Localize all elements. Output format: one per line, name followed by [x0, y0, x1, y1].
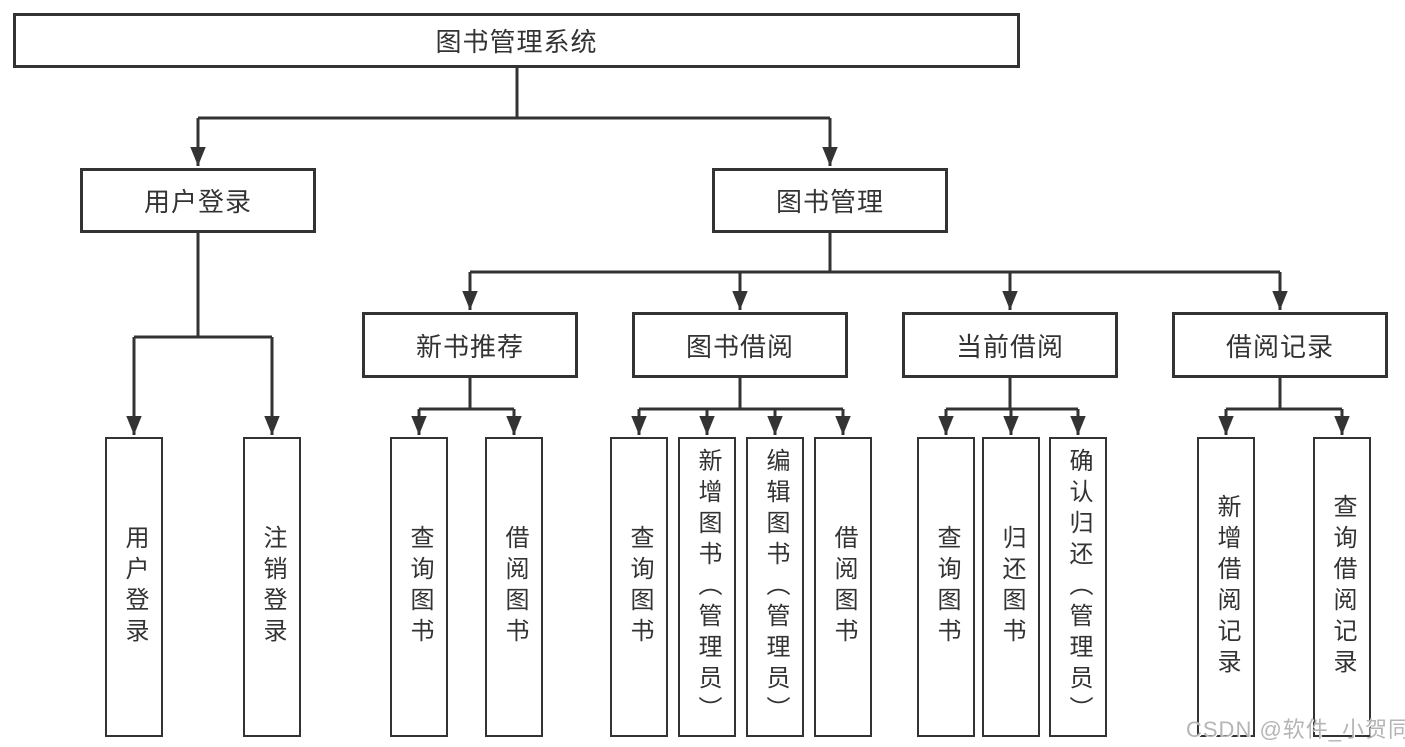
node-label: 归还图书 [998, 525, 1025, 649]
connector-records-to-leaves [1218, 378, 1350, 435]
node-label: 新增图书（管理员） [694, 447, 721, 727]
node-confirm-return-admin: 确认归还（管理员） [1049, 437, 1107, 737]
node-current-borrow: 当前借阅 [902, 312, 1118, 378]
node-book-borrow: 图书借阅 [632, 312, 848, 378]
connector-current-to-leaves [938, 378, 1086, 435]
node-label: 新增借阅记录 [1213, 494, 1240, 680]
node-borrow-book-recommend: 借阅图书 [485, 437, 543, 737]
node-label: 用户登录 [121, 525, 148, 649]
node-user-login: 用户登录 [80, 168, 316, 233]
connector-recommend-to-leaves [411, 378, 522, 435]
node-label: 借阅图书 [830, 525, 857, 649]
node-user-login-leaf: 用户登录 [105, 437, 163, 737]
node-borrow-records: 借阅记录 [1172, 312, 1388, 378]
node-new-book-recommend: 新书推荐 [362, 312, 578, 378]
node-book-management: 图书管理 [712, 168, 948, 233]
node-borrow-book-borrow: 借阅图书 [814, 437, 872, 737]
node-add-borrow-record: 新增借阅记录 [1197, 437, 1255, 737]
node-label: 借阅图书 [501, 525, 528, 649]
watermark: CSDN @软件_小贺同学 [1186, 717, 1405, 742]
connector-borrow-to-leaves [631, 378, 851, 435]
connector-userlogin-to-leaves [126, 233, 280, 435]
node-label: 编辑图书（管理员） [762, 447, 789, 727]
node-label: 查询图书 [933, 525, 960, 649]
node-query-borrow-record: 查询借阅记录 [1313, 437, 1371, 737]
node-label: 注销登录 [259, 525, 286, 649]
node-add-book-admin: 新增图书（管理员） [678, 437, 736, 737]
node-system-root: 图书管理系统 [13, 13, 1020, 68]
node-label: 查询图书 [626, 525, 653, 649]
node-edit-book-admin: 编辑图书（管理员） [746, 437, 804, 737]
connector-root-to-level2 [190, 68, 838, 166]
node-query-book-current: 查询图书 [917, 437, 975, 737]
node-return-book: 归还图书 [982, 437, 1040, 737]
connector-bookmgmt-to-level3 [462, 233, 1288, 310]
node-query-book-recommend: 查询图书 [390, 437, 448, 737]
node-query-book-borrow: 查询图书 [610, 437, 668, 737]
node-label: 确认归还（管理员） [1065, 447, 1092, 727]
node-logout-leaf: 注销登录 [243, 437, 301, 737]
node-label: 查询图书 [406, 525, 433, 649]
node-label: 查询借阅记录 [1329, 494, 1356, 680]
